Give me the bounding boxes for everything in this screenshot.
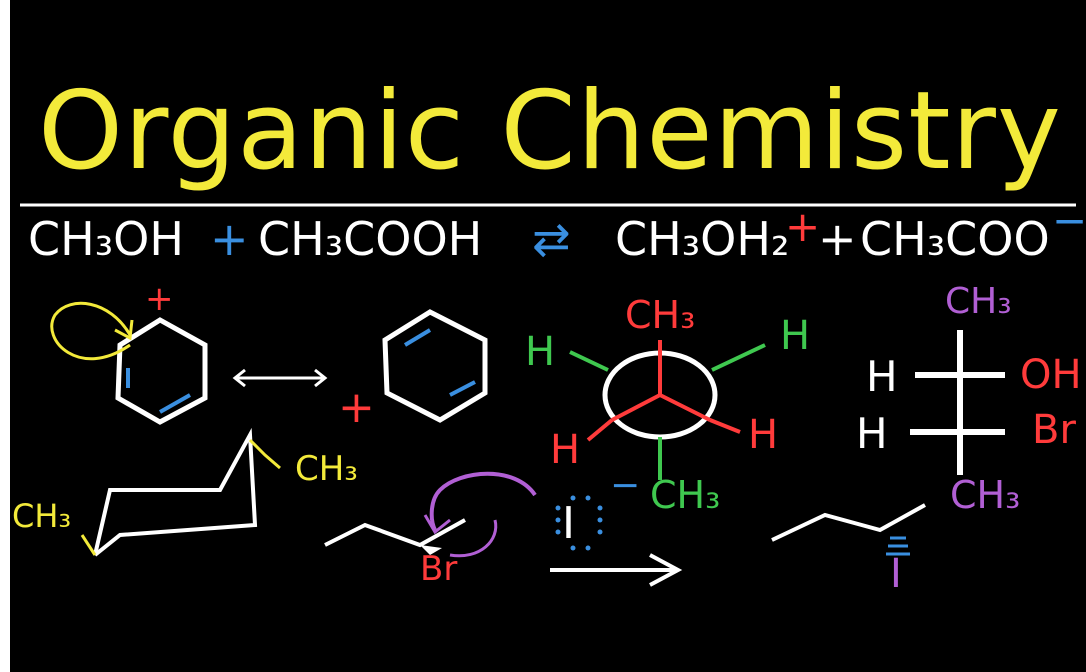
plus-sign: +: [210, 212, 249, 266]
chair-ch3: CH₃: [12, 497, 72, 535]
equilibrium-arrow: ⇄: [532, 212, 571, 266]
fischer-h: H: [856, 409, 888, 458]
nucleophile-iodide: I: [562, 498, 575, 549]
fischer-oh: OH: [1020, 352, 1082, 398]
product-iodine: I: [890, 551, 902, 597]
charge-minus: −: [610, 465, 641, 506]
chair-conformation: [93, 427, 258, 557]
fischer-br: Br: [1032, 407, 1076, 453]
curved-arrow: [50, 301, 132, 361]
page-title: Organic Chemistry: [38, 69, 1062, 194]
benzene-ring-2: [382, 309, 488, 423]
charge-plus: +: [785, 202, 821, 251]
newman-front: CH₃: [625, 293, 696, 337]
product-1: CH₃OH₂: [615, 212, 790, 266]
curved-arrow: [429, 471, 537, 531]
double-bond: [159, 393, 191, 414]
newman-h: H: [550, 427, 581, 473]
fischer-h: H: [866, 352, 898, 401]
plus-sign: +: [818, 212, 857, 266]
reactant-1: CH₃OH: [28, 212, 184, 266]
drawing-layer: [20, 203, 1076, 587]
benzene-ring-1: [115, 317, 208, 425]
fischer-bottom: CH₃: [950, 473, 1021, 517]
newman-h: H: [780, 313, 811, 359]
charge-plus: +: [145, 279, 174, 319]
fischer-top: CH₃: [945, 281, 1012, 322]
newman-h: H: [748, 412, 779, 458]
newman-back: CH₃: [650, 473, 721, 517]
charge-minus: −: [1052, 196, 1086, 245]
reactant-2: CH₃COOH: [258, 212, 483, 266]
double-bond: [449, 380, 476, 397]
chair-ch3: CH₃: [295, 449, 358, 489]
product-2: CH₃COO: [860, 212, 1050, 266]
charge-plus: +: [338, 382, 375, 433]
sn2-substrate: [324, 518, 466, 548]
sn2-product: [771, 503, 926, 542]
leaving-group-bromine: Br: [420, 549, 458, 589]
chalkboard: Organic Chemistry: [10, 0, 1086, 672]
double-bond: [403, 328, 432, 347]
newman-h: H: [525, 329, 556, 375]
